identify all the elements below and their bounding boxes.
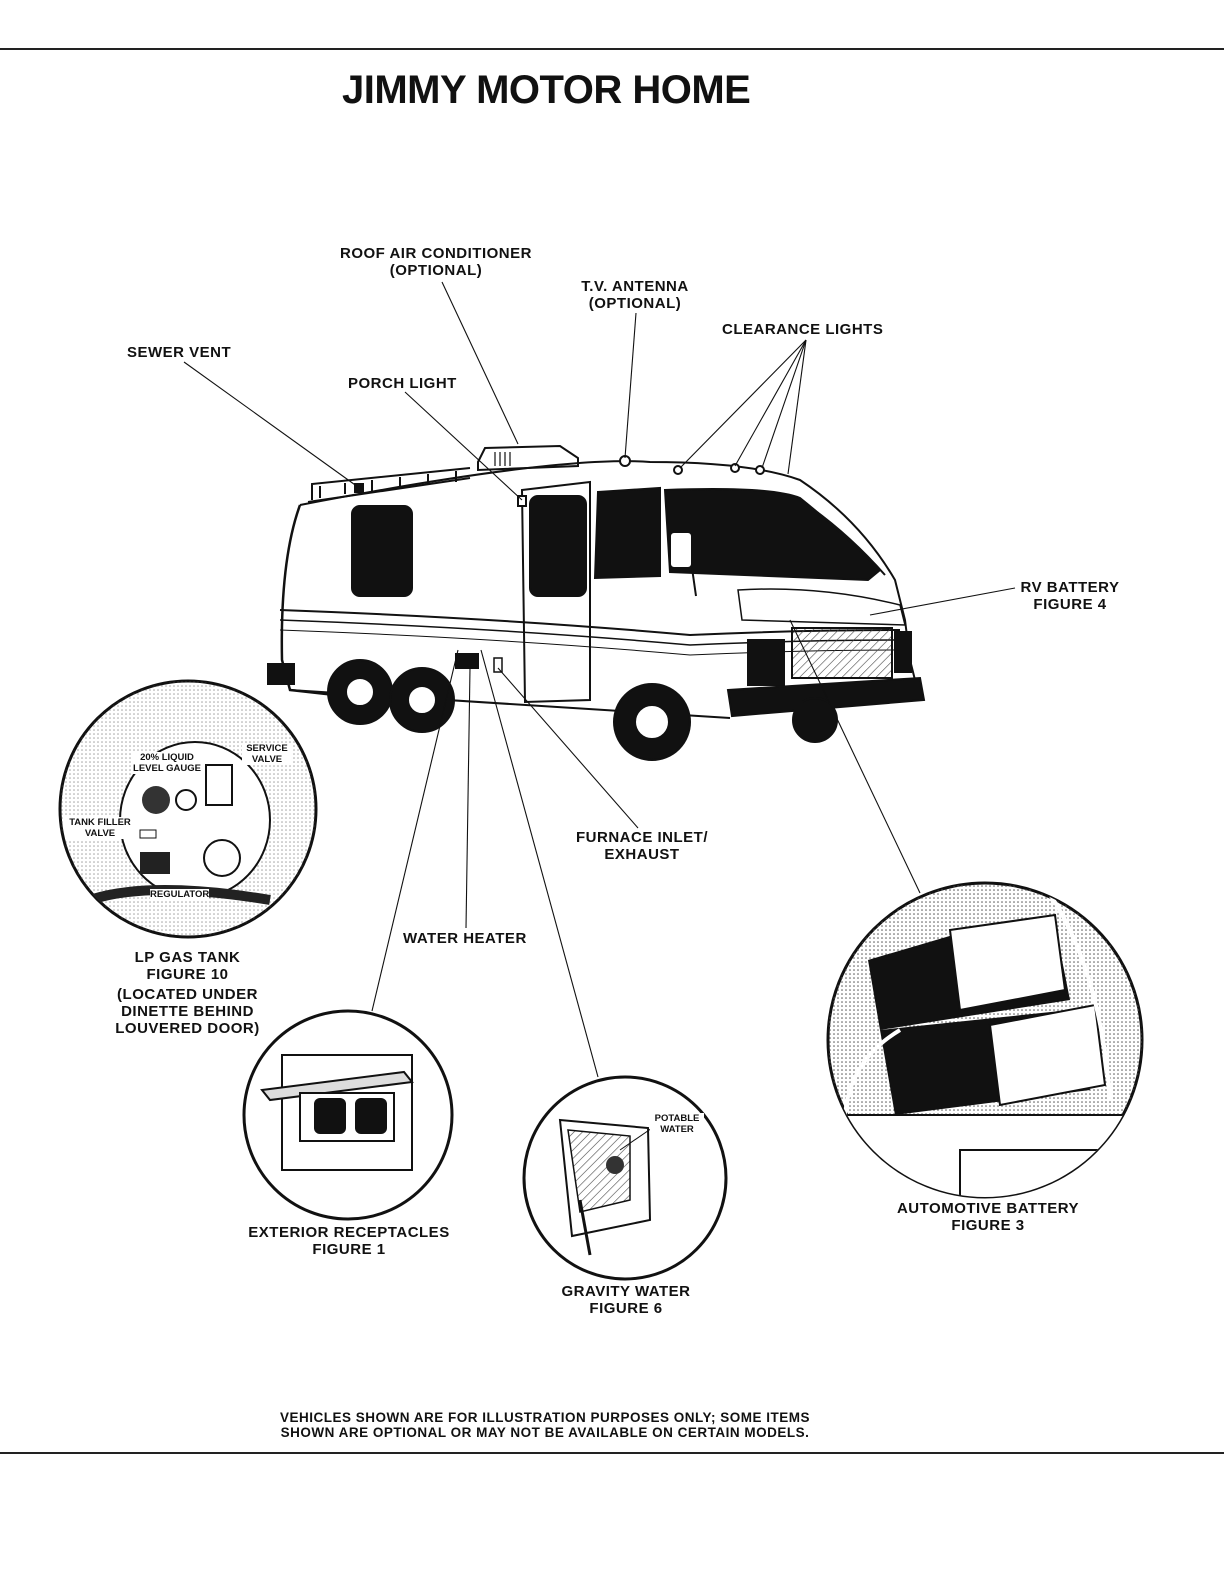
porch-light-label: PORCH LIGHT [348,375,457,392]
gravity-water-inset [522,1075,728,1281]
footer-disclaimer: VEHICLES SHOWN ARE FOR ILLUSTRATION PURP… [279,1410,811,1440]
motor-home-illustration [267,444,926,761]
bottom-rule [0,1452,1224,1454]
water-heater-label: WATER HEATER [403,930,527,947]
top-rule [0,48,1224,50]
lp-gas-tank-label: LP GAS TANK FIGURE 10 (LOCATED UNDER DIN… [115,949,260,1037]
furnace-label: FURNACE INLET/EXHAUST [576,829,708,863]
clearance-lights-label: CLEARANCE LIGHTS [722,321,884,338]
lp-gas-tank-inset [58,679,318,939]
exterior-receptacles-inset [242,1009,454,1221]
page-title: JIMMY MOTOR HOME [342,68,751,112]
leader-lines [183,281,1016,1078]
roof-air-conditioner-label: ROOF AIR CONDITIONER(OPTIONAL) [340,245,532,279]
tv-antenna-label: T.V. ANTENNA(OPTIONAL) [581,278,689,312]
sewer-vent-label: SEWER VENT [127,344,232,361]
regulator-label: REGULATOR [150,889,210,900]
automotive-battery-inset [826,881,1144,1199]
